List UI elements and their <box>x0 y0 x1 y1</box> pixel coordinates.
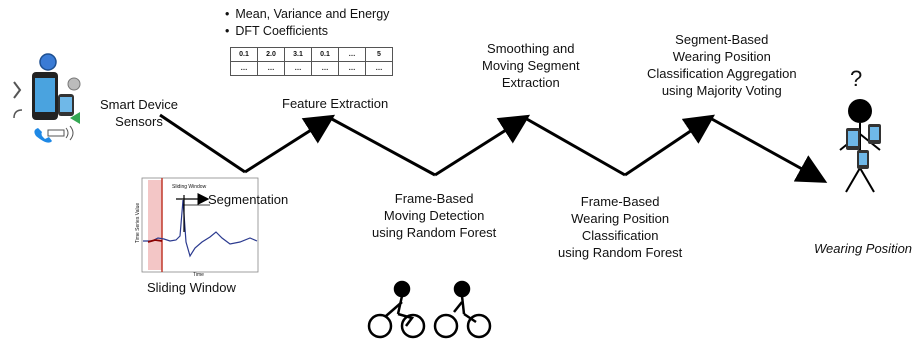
compass-icon <box>39 53 57 71</box>
arrow-to-segment-wearing <box>624 114 715 177</box>
table-cell: … <box>338 61 366 76</box>
table-row: 0.1 2.0 3.1 0.1 … 5 <box>230 47 393 62</box>
cyclist-icons <box>367 280 492 339</box>
arrow-to-smoothing <box>434 114 531 177</box>
smoothing-line: Extraction <box>501 75 560 90</box>
question-mark: ? <box>850 67 862 91</box>
sensors-label: Smart Device Sensors <box>100 96 178 130</box>
plot-xlabel-text: Time <box>193 272 204 278</box>
cyclist-icon <box>367 280 426 339</box>
zigzag-flow-arrows <box>159 113 828 183</box>
arrow-to-feature-extraction <box>244 114 336 174</box>
table-cell: … <box>311 61 339 76</box>
table-cell: … <box>284 61 312 76</box>
table-cell: 2.0 <box>257 47 285 62</box>
moving-detection-label: Frame-Based Moving Detection using Rando… <box>372 190 496 241</box>
feature-vector-table: 0.1 2.0 3.1 0.1 … 5 … … … … … … <box>230 47 393 76</box>
sensors-label-line: Sensors <box>115 114 163 129</box>
feature-bullet: Mean, Variance and Energy <box>225 6 389 23</box>
window-highlight <box>148 180 162 270</box>
frame-wearing-line: Frame-Based <box>580 194 660 209</box>
segment-wearing-label: Segment-Based Wearing Position Classific… <box>647 31 797 99</box>
table-cell: 5 <box>365 47 393 62</box>
sliding-window-text: Sliding Window <box>147 280 236 295</box>
moving-detection-line: Frame-Based <box>394 191 474 206</box>
wearer-figure <box>839 99 881 193</box>
question-mark-text: ? <box>850 66 863 91</box>
moving-detection-line: Moving Detection <box>383 208 485 223</box>
segment-wearing-line: Classification Aggregation <box>647 66 797 81</box>
plot-title-text: Sliding Window <box>172 184 207 190</box>
segmentation-text: Segmentation <box>208 192 289 207</box>
cyclist-icon <box>433 280 492 339</box>
feature-bullet: DFT Coefficients <box>225 23 389 40</box>
sliding-window-label: Sliding Window <box>147 279 236 296</box>
frame-wearing-line: using Random Forest <box>558 245 683 260</box>
smoothing-line: Smoothing and <box>487 41 575 56</box>
table-cell: 3.1 <box>284 47 312 62</box>
segment-wearing-line: using Majority Voting <box>661 83 782 98</box>
frame-wearing-line: Classification <box>581 228 659 243</box>
output-label: Wearing Position <box>814 240 912 257</box>
gyroscope-icon <box>67 77 81 91</box>
arrow-to-frame-wearing <box>524 116 626 177</box>
table-cell: … <box>257 61 285 76</box>
sound-icon <box>65 125 74 141</box>
smart-device-icon <box>13 53 81 143</box>
plot-ylabel-text: Time Series Value <box>135 202 142 244</box>
table-cell: … <box>338 47 366 62</box>
arrow-to-moving-detection <box>329 116 436 177</box>
smoothing-label: Smoothing and Moving Segment Extraction <box>482 40 580 91</box>
table-cell: … <box>365 61 393 76</box>
feature-extraction-text: Feature Extraction <box>282 96 389 111</box>
output-text: Wearing Position <box>814 241 913 256</box>
feature-bullet-list: Mean, Variance and Energy DFT Coefficien… <box>225 6 389 40</box>
wifi-icon <box>13 109 23 119</box>
table-cell: … <box>230 61 258 76</box>
arrow-sensors-to-segmentation <box>159 113 246 174</box>
frame-wearing-line: Wearing Position <box>571 211 670 226</box>
phone-call-icon <box>34 128 52 143</box>
table-cell: 0.1 <box>311 47 339 62</box>
segment-wearing-line: Segment-Based <box>675 32 769 47</box>
frame-wearing-label: Frame-Based Wearing Position Classificat… <box>558 193 682 261</box>
battery-icon <box>47 129 65 137</box>
arrow-to-output <box>709 116 828 183</box>
windowed-signal <box>147 239 163 243</box>
moving-detection-line: using Random Forest <box>372 225 497 240</box>
segment-wearing-line: Wearing Position <box>672 49 771 64</box>
plot-ylabel: Time Series Value <box>135 203 141 243</box>
table-row: … … … … … … <box>230 61 393 76</box>
feature-extraction-label: Feature Extraction <box>282 95 388 112</box>
motion-icon <box>13 81 22 99</box>
sliding-window-plot <box>141 177 259 273</box>
maps-icon <box>70 112 80 124</box>
plot-xlabel: Time <box>193 272 204 278</box>
segmentation-label: Segmentation <box>208 191 288 208</box>
smoothing-line: Moving Segment <box>482 58 580 73</box>
table-cell: 0.1 <box>230 47 258 62</box>
plot-title: Sliding Window <box>172 184 206 190</box>
signal-line <box>143 199 258 258</box>
sensors-label-line: Smart Device <box>100 97 179 112</box>
